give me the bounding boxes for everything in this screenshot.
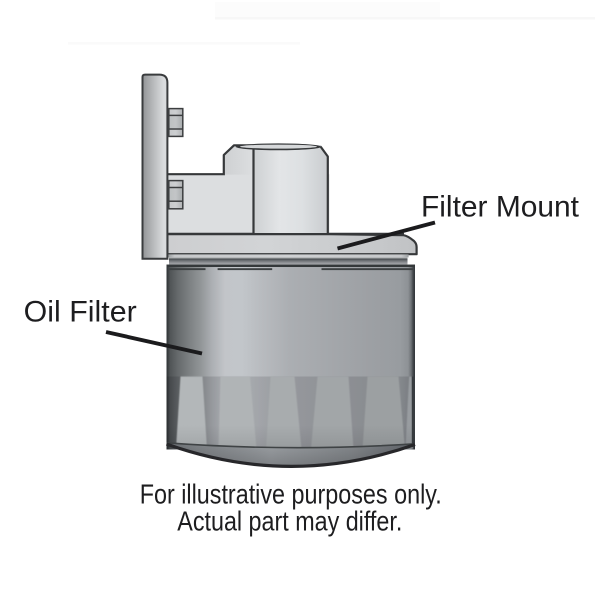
svg-text:Oil Filter: Oil Filter [24,295,137,328]
svg-text:Actual part may differ.: Actual part may differ. [177,505,402,536]
svg-text:Filter Mount: Filter Mount [421,191,580,224]
svg-text:For illustrative purposes only: For illustrative purposes only. [140,479,442,510]
